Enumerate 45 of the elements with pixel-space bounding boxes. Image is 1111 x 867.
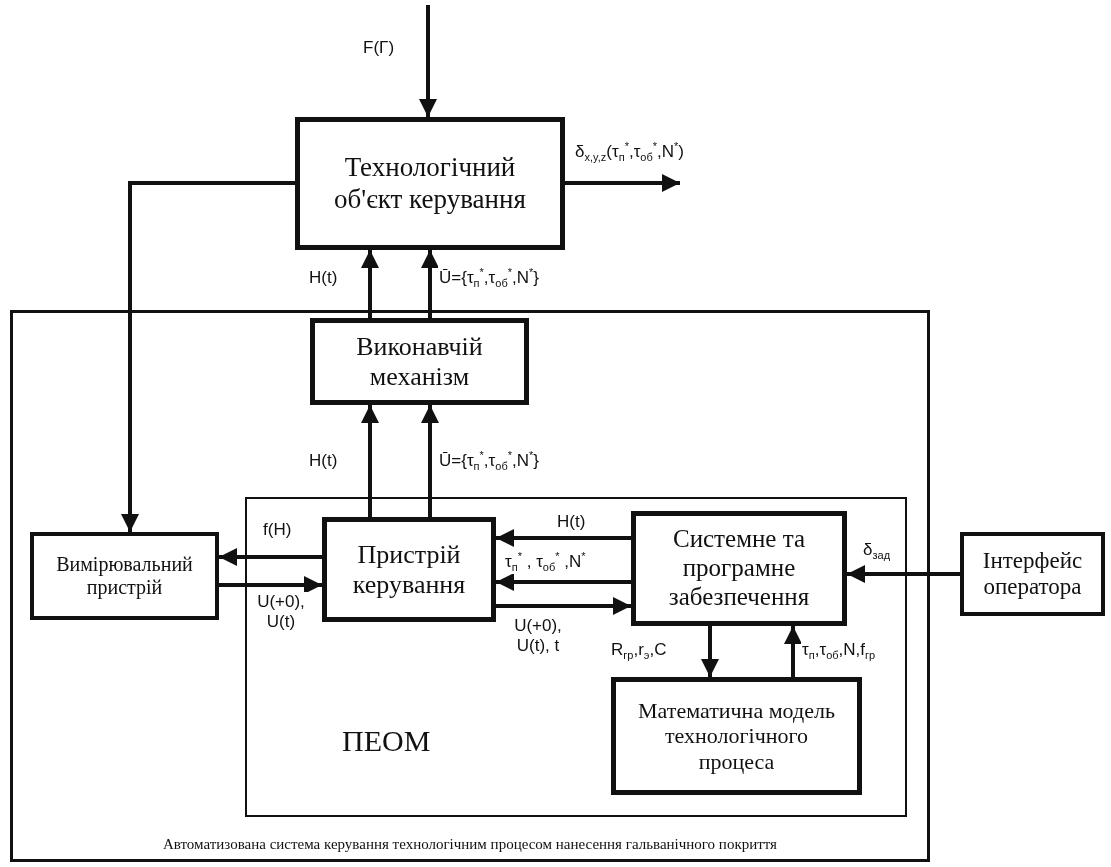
group-frame	[10, 310, 930, 862]
edge-label: δ$_{x,y,z}$(τ$_{п}$$^{*}$,τ$_{об}$$^{*}$,N$^{*}$)	[574, 140, 685, 164]
edge-label: τ$_{п}$,τ$_{об}$,N,f$_{гр}$	[801, 640, 877, 663]
box-label: Інтерфейс оператора	[981, 547, 1084, 601]
frame-caption: Автоматизована система керування технологічним процесом нанесення гальванічного покриття	[162, 835, 777, 853]
process-box	[295, 117, 565, 250]
arrow	[565, 174, 680, 192]
box-label: Технологічний об'єкт керування	[333, 152, 527, 215]
box-label: Системне та програмне забезпечення	[667, 525, 811, 612]
edge-label: τ$_{п}$$^{*}$ , τ$_{об}$$^{*}$ ,N$^{*}$	[504, 550, 587, 574]
edge-label: f(H)	[262, 520, 293, 540]
box-label: Математична модель технологічного процеса	[637, 698, 836, 774]
edge-label: Ū={τ$_{п}$$^{*}$,τ$_{об}$$^{*}$,N$^{*}$}	[438, 266, 540, 290]
arrow	[219, 548, 322, 566]
edge-label: H(t)	[308, 451, 339, 471]
arrow	[361, 250, 379, 318]
arrow	[421, 405, 439, 517]
process-box	[310, 318, 529, 405]
edge-label: F(Γ)	[362, 38, 396, 58]
arrow	[496, 597, 631, 615]
process-box	[30, 532, 219, 620]
box-label: Виконавчій механізм	[355, 331, 484, 392]
edge-label: δ$_{зад}$	[862, 540, 892, 563]
arrow	[847, 565, 960, 583]
box-label: Вимірювальний пристрій	[55, 553, 194, 599]
process-box	[960, 532, 1105, 616]
box-label: Пристрій керування	[351, 539, 467, 600]
edge-label: R$_{гр}$,r$_{э}$,C	[610, 640, 668, 663]
arrow	[701, 626, 719, 677]
edge-label: H(t)	[308, 268, 339, 288]
arrow	[361, 405, 379, 517]
process-box	[631, 511, 847, 626]
arrow	[784, 626, 802, 677]
process-box	[322, 517, 496, 622]
edge-label: H(t)	[556, 512, 587, 532]
box-label: ПЕОМ	[342, 724, 431, 759]
arrow	[496, 573, 631, 591]
process-box	[611, 677, 862, 795]
edge-label: Ū={τ$_{п}$$^{*}$,τ$_{об}$$^{*}$,N$^{*}$}	[438, 449, 540, 473]
arrow	[219, 576, 322, 594]
arrow	[419, 5, 437, 117]
group-frame	[245, 497, 907, 817]
arrow	[496, 529, 631, 547]
arrow	[121, 181, 295, 532]
arrow	[421, 250, 439, 318]
